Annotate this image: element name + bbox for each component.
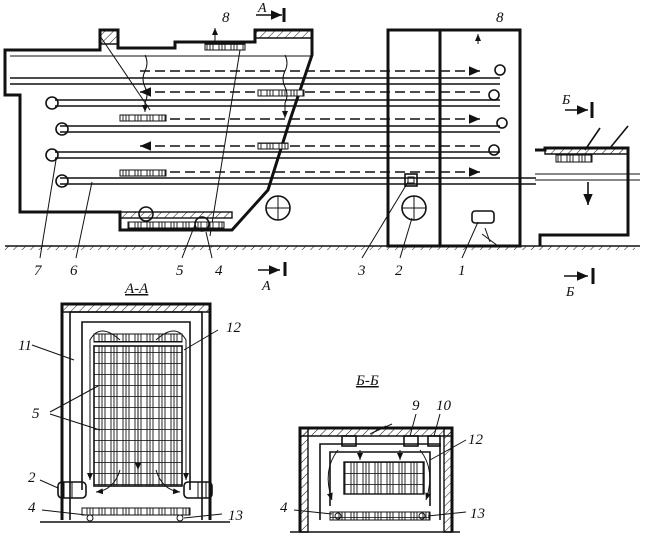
- callout-6: 6: [70, 263, 78, 279]
- callout-2: 2: [395, 263, 403, 279]
- nozzle-1: [119, 114, 167, 122]
- airflow-arrows: [140, 66, 480, 177]
- callout-leaders: [39, 159, 499, 259]
- section-mark-a-bottom: А: [258, 262, 287, 294]
- callout-4: 4: [215, 263, 223, 279]
- section-letter: Б: [565, 285, 574, 300]
- ground-hatch: [5, 246, 635, 250]
- main-elevation-view: А А Б Б 8: [3, 1, 640, 300]
- roller-right-2: [488, 89, 500, 101]
- exit-nozzle: [555, 154, 593, 163]
- callout-1: 1: [458, 263, 466, 279]
- callout-12-b: 12: [468, 432, 484, 448]
- callout-5: 5: [176, 263, 184, 279]
- callout-12-a: 12: [226, 320, 242, 336]
- roller-left-4: [55, 174, 69, 188]
- roof-wall-section-2: [254, 29, 313, 39]
- callout-5-a: 5: [32, 406, 40, 422]
- callout-3: 3: [357, 263, 366, 279]
- section-mark-b-top: Б: [561, 93, 594, 118]
- section-b-fan-10: [403, 435, 419, 447]
- bottom-conveyor: [127, 221, 225, 229]
- right-housing: [440, 28, 522, 248]
- roof-wall-section: [99, 29, 119, 45]
- callout-11: 11: [18, 338, 32, 354]
- callout-13-a: 13: [228, 508, 243, 524]
- middle-tower: [386, 28, 442, 248]
- roller-right-1: [494, 64, 506, 76]
- roller-left-2: [55, 122, 69, 136]
- callout-8-left: 8: [222, 10, 230, 26]
- exit-unit-roof: [544, 147, 629, 155]
- callout-9: 9: [412, 398, 420, 414]
- section-b-fabric: [343, 461, 425, 495]
- exit-unit: [535, 146, 630, 246]
- callout-2-a: 2: [28, 470, 36, 486]
- roller-right-3: [496, 117, 508, 129]
- roller-left-1: [45, 96, 59, 110]
- section-a-a-title: А-А: [124, 281, 149, 297]
- section-mark-b-bottom: Б: [564, 268, 595, 300]
- section-letter: А: [257, 1, 267, 16]
- dryer-chamber-housing: [3, 28, 314, 232]
- callout-13-b: 13: [470, 506, 485, 522]
- section-b-b: Б-Б 9 10 12 4 13: [280, 373, 485, 533]
- callout-10: 10: [436, 398, 452, 414]
- roller-left-3: [45, 148, 59, 162]
- nozzle-top: [204, 43, 246, 51]
- section-letter: А: [261, 279, 271, 294]
- nozzle-4: [257, 142, 289, 150]
- fan-2: [401, 195, 427, 221]
- nozzle-2: [119, 169, 167, 177]
- section-letter: Б: [561, 93, 570, 108]
- fan-left: [265, 195, 291, 221]
- section-a-a: А-А 11 12 5 2: [18, 281, 243, 524]
- section-mark-a-top: А: [256, 1, 286, 22]
- section-b-b-title: Б-Б: [355, 373, 379, 389]
- roller-right-4: [488, 144, 500, 156]
- callout-7: 7: [34, 263, 43, 279]
- section-b-fan-9: [341, 435, 357, 447]
- callout-4-a: 4: [28, 500, 36, 516]
- section-a-bottom-conveyor: [81, 507, 191, 516]
- heater-3: [404, 173, 418, 187]
- callout-8-right: 8: [496, 10, 504, 26]
- nozzle-3: [257, 89, 305, 97]
- fabric-conveyor-path: [10, 64, 536, 188]
- section-b-bottom-conveyor: [329, 511, 431, 521]
- callout-4-b: 4: [280, 500, 288, 516]
- motor-1: [471, 210, 495, 224]
- bottom-drive-frame: [119, 211, 233, 219]
